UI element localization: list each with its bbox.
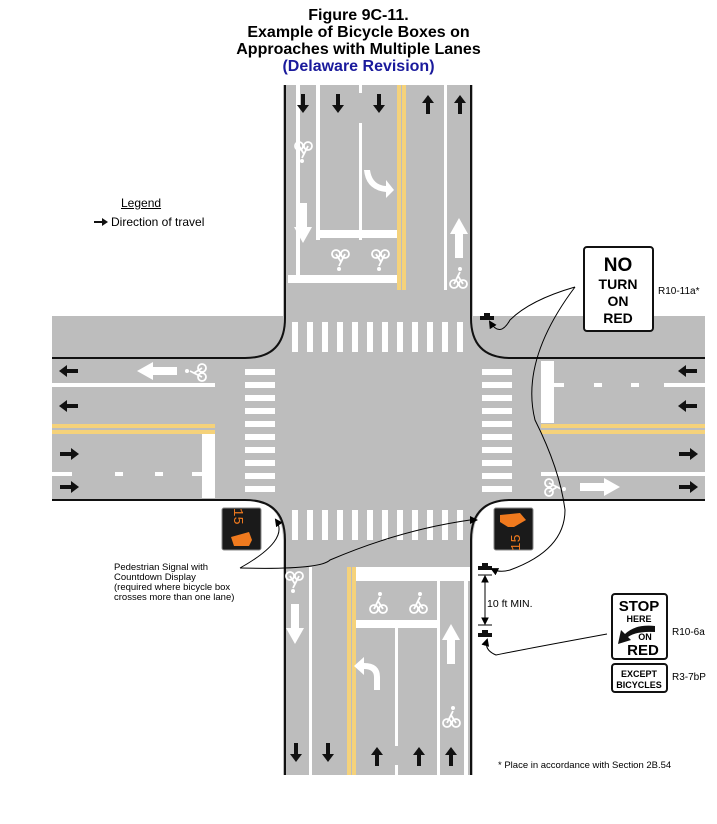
sign-code-r10-6a: R10-6a (672, 627, 705, 638)
ped-signal-note-line4: crosses more than one lane) (114, 592, 235, 603)
arrow-right-icon (94, 218, 108, 226)
countdown-digits-east: 15 (509, 534, 525, 551)
sign-stop-here-on-red: STOP HERE ON RED (611, 593, 668, 660)
figure-revision: (Delaware Revision) (282, 58, 435, 75)
figure-number: Figure 9C-11. (308, 7, 409, 24)
curb-lines (52, 85, 705, 775)
footnote: * Place in accordance with Section 2B.54 (498, 760, 672, 771)
east-approach-markings (541, 361, 705, 497)
svg-text:NO: NO (604, 255, 633, 276)
svg-text:BICYCLES: BICYCLES (616, 680, 662, 690)
svg-text:STOP: STOP (619, 598, 660, 615)
legend-item: Direction of travel (111, 215, 204, 229)
crosswalk-north (292, 322, 463, 352)
svg-text:TURN: TURN (599, 276, 638, 292)
legend-title: Legend (121, 196, 162, 210)
svg-text:RED: RED (627, 642, 659, 659)
crosswalk-south (292, 510, 463, 540)
svg-text:EXCEPT: EXCEPT (621, 669, 658, 679)
ped-signal-note-line2: Countdown Display (114, 572, 196, 583)
crosswalk-east (482, 369, 512, 492)
south-approach-markings (285, 567, 470, 775)
countdown-digits-west: 15 (229, 508, 245, 525)
sign-code-r10-11a: R10-11a* (658, 286, 700, 297)
figure-title-line2: Approaches with Multiple Lanes (236, 41, 481, 58)
crosswalks (245, 322, 512, 540)
distance-label: 10 ft MIN. (487, 598, 533, 610)
svg-text:ON: ON (608, 293, 629, 309)
west-approach-markings (52, 362, 215, 498)
sign-except-bicycles: EXCEPT BICYCLES (611, 663, 668, 693)
crosswalk-west (245, 369, 275, 492)
figure-title-line1: Example of Bicycle Boxes on (247, 24, 470, 41)
sign-no-turn-on-red: NO TURN ON RED (583, 246, 654, 332)
ped-signal-east: 15 (493, 507, 534, 551)
distance-dimension (478, 574, 492, 626)
svg-text:RED: RED (603, 310, 633, 326)
ped-signal-note-line1: Pedestrian Signal with (114, 562, 208, 573)
north-approach-markings (288, 85, 468, 290)
road-surface (52, 85, 705, 775)
sign-post-markers (478, 313, 494, 637)
legend-label: Direction of travel (111, 215, 205, 229)
leader-lines (239, 286, 608, 656)
ped-signal-note-line3: (required where bicycle box (114, 582, 231, 593)
ped-signal-west: 15 (221, 507, 262, 551)
sign-code-r3-7bp: R3-7bP (672, 672, 706, 683)
svg-text:HERE: HERE (626, 614, 651, 624)
svg-text:ON: ON (638, 632, 652, 642)
ped-signal-note: Pedestrian Signal with Countdown Display… (114, 563, 234, 603)
